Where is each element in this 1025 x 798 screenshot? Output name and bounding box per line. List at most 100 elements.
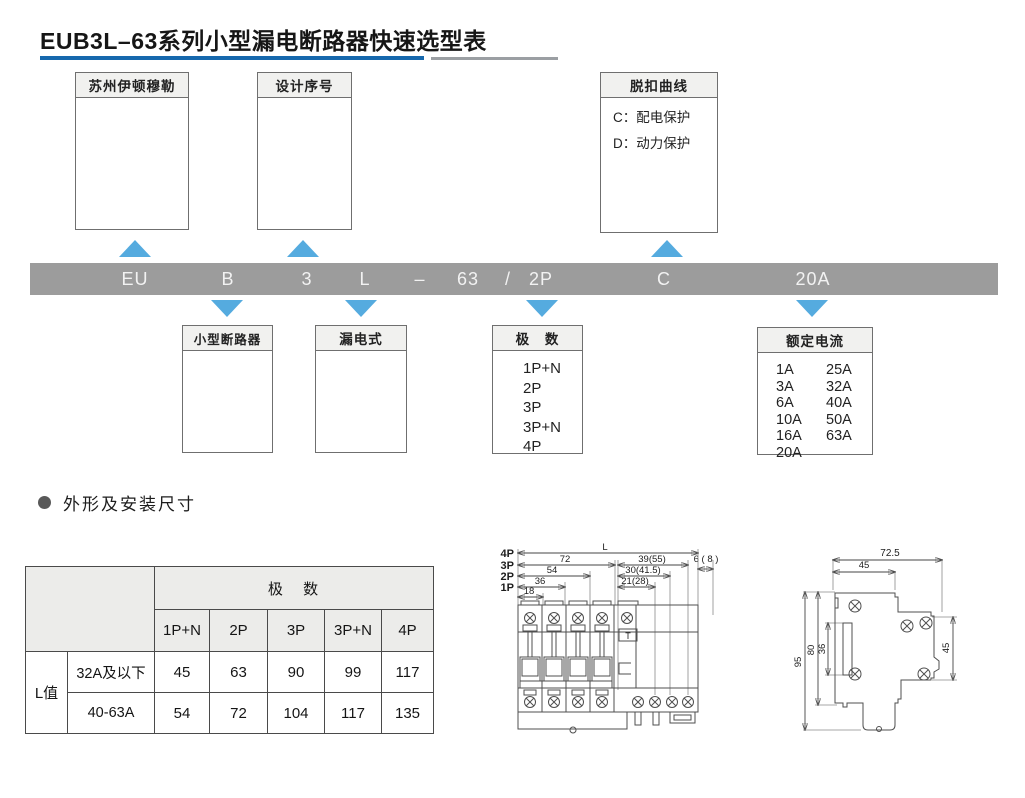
table-row: L值 32A及以下 45 63 90 99 117: [25, 651, 434, 734]
section-header: 外形及安装尺寸: [38, 490, 196, 515]
side-view-drawing: 72.5 45 95 80 36 45: [793, 548, 957, 732]
current-option: 25A: [826, 362, 852, 378]
table-corner-cell: [25, 566, 155, 652]
model-code-bar: EU B 3 L – 63 / 2P C 20A: [30, 263, 998, 295]
page-title: EUB3L–63系列小型漏电断路器快速选型表: [40, 28, 487, 54]
cell-value: 63: [209, 651, 268, 693]
front-view-drawing: 4P 3P 2P 1P L 72 54 36 18 39(55) 30(41.5…: [501, 542, 718, 734]
current-option: 3A: [776, 378, 794, 395]
arrow-down-icon: [526, 300, 558, 317]
box-trip-curve: 脱扣曲线 C：配电保护 D：动力保护: [600, 72, 718, 233]
breaker-profile: [834, 592, 940, 732]
pole-option: 3P: [523, 399, 542, 416]
box-poles-label: 极 数: [493, 326, 582, 351]
arrow-down-icon: [345, 300, 377, 317]
dim-label-18: 18: [524, 586, 535, 597]
cell-value: 90: [267, 651, 325, 693]
column-header: 3P+N: [324, 609, 382, 652]
arrow-up-icon: [651, 240, 683, 257]
model-seg-3: 3: [301, 269, 313, 289]
dimension-lines: L 72 54 36 18 39(55) 30(41.5) 21(28) 6 (…: [518, 542, 718, 695]
box-mcb-label: 小型断路器: [183, 326, 272, 351]
model-seg-c: C: [657, 269, 671, 289]
pole-label-1p: 1P: [501, 582, 514, 594]
model-seg-l: L: [359, 269, 371, 289]
dimension-table: 极 数 1P+N 2P 3P 3P+N 4P L值 32A及以下 45 63 9…: [25, 566, 434, 734]
cell-value: 135: [381, 692, 434, 734]
dim-label-45-top: 45: [859, 560, 870, 571]
dim-label-72-5: 72.5: [880, 548, 900, 559]
current-option: 32A: [826, 378, 852, 395]
dim-label-54: 54: [547, 565, 558, 576]
current-option: 1A: [776, 362, 794, 378]
dim-label-36: 36: [535, 576, 546, 587]
dim-label-36: 36: [817, 644, 828, 655]
column-header: 4P: [381, 609, 434, 652]
cell-value: 45: [154, 651, 210, 693]
bullet-icon: [38, 496, 51, 509]
cell-value: 99: [324, 651, 382, 693]
cell-value: 117: [381, 651, 434, 693]
dim-label-21-28: 21(28): [621, 576, 648, 587]
arrow-up-icon: [119, 240, 151, 257]
model-seg-eu: EU: [121, 269, 149, 289]
test-button-label: T: [625, 631, 631, 641]
column-header: 1P+N: [154, 609, 210, 652]
section-title: 外形及安装尺寸: [63, 495, 196, 514]
cell-value: 54: [154, 692, 210, 734]
dim-label-95: 95: [793, 657, 804, 668]
title-underline-gray: [431, 57, 558, 60]
box-design-serial-label: 设计序号: [258, 73, 351, 98]
trip-curve-option-d: D：动力保护: [613, 136, 691, 151]
box-manufacturer: 苏州伊顿穆勒: [75, 72, 189, 230]
pole-label-2p: 2P: [501, 571, 514, 583]
pole-option: 2P: [523, 379, 542, 397]
column-header: 3P: [267, 609, 325, 652]
model-seg-63: 63: [456, 269, 480, 289]
box-rated-current-label: 额定电流: [758, 328, 872, 353]
model-seg-slash: /: [504, 269, 512, 289]
trip-curve-option-c: C：配电保护: [613, 110, 691, 125]
cell-value: 72: [209, 692, 268, 734]
dim-label-72: 72: [560, 554, 571, 565]
dim-label-L: L: [602, 542, 607, 553]
cell-value: 117: [324, 692, 382, 734]
box-leakage-type-label: 漏电式: [316, 326, 406, 351]
pole-label-4p: 4P: [501, 548, 514, 560]
breaker-body: T: [517, 600, 699, 734]
dim-label-30-41: 30(41.5): [625, 565, 660, 576]
model-seg-20a: 20A: [795, 269, 831, 289]
dim-label-80: 80: [806, 645, 817, 656]
current-option: 10A: [776, 411, 802, 428]
arrow-up-icon: [287, 240, 319, 257]
pole-count-labels: 4P 3P 2P 1P: [501, 548, 514, 594]
model-seg-2p: 2P: [528, 269, 554, 289]
current-option: 40A: [826, 395, 852, 411]
pole-option: 1P+N: [523, 360, 561, 377]
dim-label-6-8: 6 ( 8 ): [694, 554, 719, 565]
pole-option: 4P: [523, 438, 542, 455]
box-trip-curve-label: 脱扣曲线: [601, 73, 717, 98]
current-option: 6A: [776, 395, 794, 411]
row-group-label: L值: [25, 651, 68, 734]
dim-label-39-55: 39(55): [638, 554, 665, 565]
row-label: 40-63A: [67, 692, 155, 734]
table-row: 40-63A 54 72 104 117 135: [26, 692, 434, 734]
box-manufacturer-label: 苏州伊顿穆勒: [76, 73, 188, 98]
cell-value: 104: [267, 692, 325, 734]
title-underline-blue: [40, 56, 424, 60]
arrow-down-icon: [211, 300, 243, 317]
box-leakage-type: 漏电式: [315, 325, 407, 453]
current-option: 16A: [776, 428, 802, 444]
table-title-cell: 极 数: [154, 566, 434, 610]
box-mcb: 小型断路器: [182, 325, 273, 453]
model-seg-dash: –: [414, 269, 426, 289]
arrow-down-icon: [796, 300, 828, 317]
row-label: 32A及以下: [67, 651, 155, 693]
pole-label-3p: 3P: [501, 560, 514, 572]
current-option: 20A: [776, 444, 802, 461]
model-seg-b: B: [221, 269, 235, 289]
current-option: 63A: [826, 428, 852, 444]
